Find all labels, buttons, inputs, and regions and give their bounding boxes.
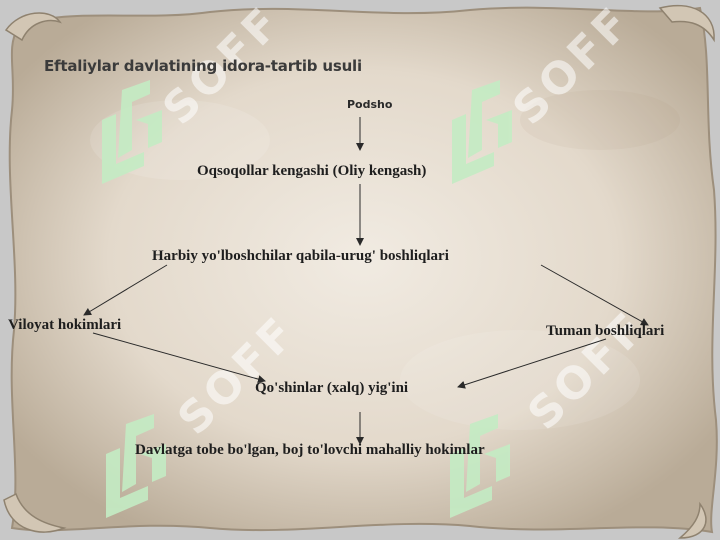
watermark-logo-icon: [450, 414, 510, 518]
node-podsho: Podsho: [347, 98, 393, 111]
node-harbiy-yolboshchilar: Harbiy yo'lboshchilar qabila-urug' boshl…: [152, 248, 449, 264]
arrow-viloyat-to-qoshinlar: [92, 332, 266, 383]
node-qoshinlar-yigini: Qo'shinlar (xalq) yig'ini: [255, 380, 409, 396]
watermark-logo-icon: [102, 80, 162, 184]
arrow-harbiy-to-viloyat: [83, 264, 168, 316]
watermark-logo-icon: [452, 80, 512, 184]
node-viloyat-hokimlari: Viloyat hokimlari: [8, 317, 122, 333]
arrow-harbiy-to-tuman: [540, 264, 649, 326]
slide-title: Eftaliylar davlatining idora-tartib usul…: [44, 57, 362, 75]
node-tuman-boshliqlari: Tuman boshliqlari: [546, 323, 665, 339]
node-mahalliy-hokimlar: Davlatga tobe bo'lgan, boj to'lovchi mah…: [135, 442, 485, 458]
arrow-tuman-to-qoshinlar: [457, 338, 607, 389]
watermark-logo-icon: [106, 414, 166, 518]
node-oqsoqollar-kengashi: Oqsoqollar kengashi (Oliy kengash): [197, 163, 427, 179]
